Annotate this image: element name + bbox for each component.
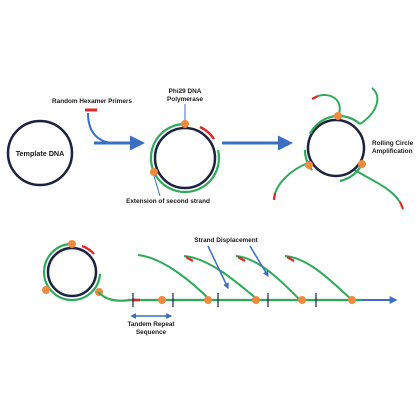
new-strand [309, 114, 361, 135]
displaced-strand [354, 169, 403, 207]
phi29-label-line1: Phi29 DNA [169, 88, 202, 95]
polymerase-dot [42, 286, 50, 294]
displacement-pointer [249, 245, 269, 278]
primer-end [185, 256, 194, 262]
polymerase-dot [252, 296, 260, 304]
primer-end [311, 95, 319, 100]
displacement-pointer [207, 245, 229, 290]
displaced-strand [183, 255, 259, 301]
template-dna-circle [6, 119, 74, 187]
displaced-strand [137, 254, 211, 301]
polymerase-dot [358, 160, 366, 168]
phi29-label-line2: Polymerase [167, 96, 203, 103]
primer-end [286, 256, 295, 262]
primer-end [272, 192, 277, 201]
polymerase-dot [334, 112, 342, 120]
strand-displacement-panel: Strand Displacement Tandem Repeat Sequen… [42, 237, 398, 336]
template-circle [153, 126, 217, 190]
displaced-strand [359, 87, 379, 125]
new-strand [303, 149, 313, 171]
template-circle [306, 118, 366, 178]
new-strand [42, 242, 102, 302]
strand-displacement-label: Strand Displacement [194, 237, 258, 244]
primer-group: Random Hexamer Primers [52, 98, 132, 144]
extension-pointer [153, 175, 161, 197]
strand-connector [97, 291, 131, 302]
primer-end [237, 256, 246, 262]
tandem-repeat-label-line2: Sequence [136, 329, 167, 336]
polymerase-dot [158, 296, 166, 304]
template-circle [46, 246, 98, 298]
rolling-circle-panel: Rolling Circle Amplification [272, 87, 414, 210]
displaced-strand [235, 255, 301, 301]
rolling-circle-label-line2: Amplification [372, 148, 413, 155]
polymerase-dot [181, 120, 189, 128]
displaced-strand [284, 255, 353, 301]
template-dna-label: Template DNA [16, 149, 65, 158]
template-dna-panel: Template DNA [6, 119, 74, 187]
polymerase-dot [68, 240, 76, 248]
priming-panel: Phi29 DNA Polymerase Extension of second… [126, 88, 221, 205]
polymerase-dot [204, 296, 212, 304]
second-strand [149, 122, 221, 194]
polymerase-dot [150, 168, 158, 176]
primer-on-template [81, 244, 95, 255]
primer-on-template [199, 125, 216, 140]
displaced-strand [273, 162, 309, 199]
polymerase-dot [305, 161, 313, 169]
random-hexamer-primers-label: Random Hexamer Primers [52, 98, 132, 105]
primer-end [398, 201, 405, 210]
polymerase-dot [298, 296, 306, 304]
extension-label: Extension of second strand [126, 198, 210, 205]
polymerase-dot [348, 296, 356, 304]
rolling-circle-label-line1: Rolling Circle [372, 140, 414, 147]
primer-pointer [87, 112, 111, 144]
tandem-repeat-label-line1: Tandem Repeat [127, 321, 175, 328]
